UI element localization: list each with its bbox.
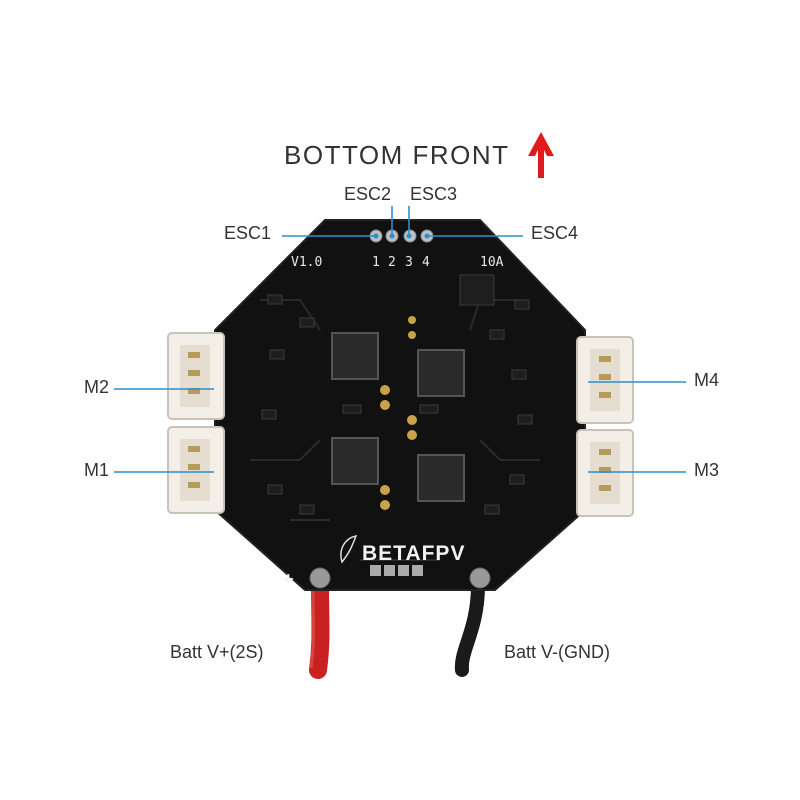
board-minus-sign: - (508, 569, 515, 589)
label-esc4: ESC4 (531, 223, 579, 243)
battery-wires (309, 576, 485, 679)
board-current-rating: 10A (480, 255, 504, 270)
gold-vias (380, 316, 417, 510)
board-version: V1.0 (291, 255, 322, 270)
pad-number-3: 3 (405, 255, 413, 270)
motor-connector-m1 (167, 426, 225, 514)
label-m3: M3 (694, 460, 720, 480)
brand-name: BETAFPV (362, 542, 465, 565)
label-esc2: ESC2 (344, 184, 392, 204)
arrow-up-icon (528, 132, 554, 178)
leader-lines (114, 206, 686, 473)
pad-number-4: 4 (422, 255, 430, 270)
label-esc1: ESC1 (224, 223, 272, 243)
smd-components (261, 274, 533, 515)
label-m4: M4 (694, 370, 720, 390)
direction-title: BOTTOM FRONT (284, 140, 510, 170)
mosfet-chips (331, 332, 465, 502)
motor-connector-m2 (167, 332, 225, 420)
power-pads (309, 565, 491, 589)
pad-number-2: 2 (388, 255, 396, 270)
pcb-board (214, 219, 586, 591)
betafpv-logo-icon (340, 534, 358, 564)
label-batt-negative: Batt V-(GND) (504, 642, 611, 662)
label-m2: M2 (84, 377, 110, 397)
label-batt-positive: Batt V+(2S) (170, 642, 264, 662)
label-m1: M1 (84, 460, 110, 480)
leader-endpoints (373, 233, 430, 239)
motor-connector-m4 (576, 336, 634, 424)
motor-connector-m3 (576, 429, 634, 517)
pad-number-1: 1 (372, 255, 380, 270)
board-plus-sign: + (283, 569, 295, 589)
label-esc3: ESC3 (410, 184, 458, 204)
